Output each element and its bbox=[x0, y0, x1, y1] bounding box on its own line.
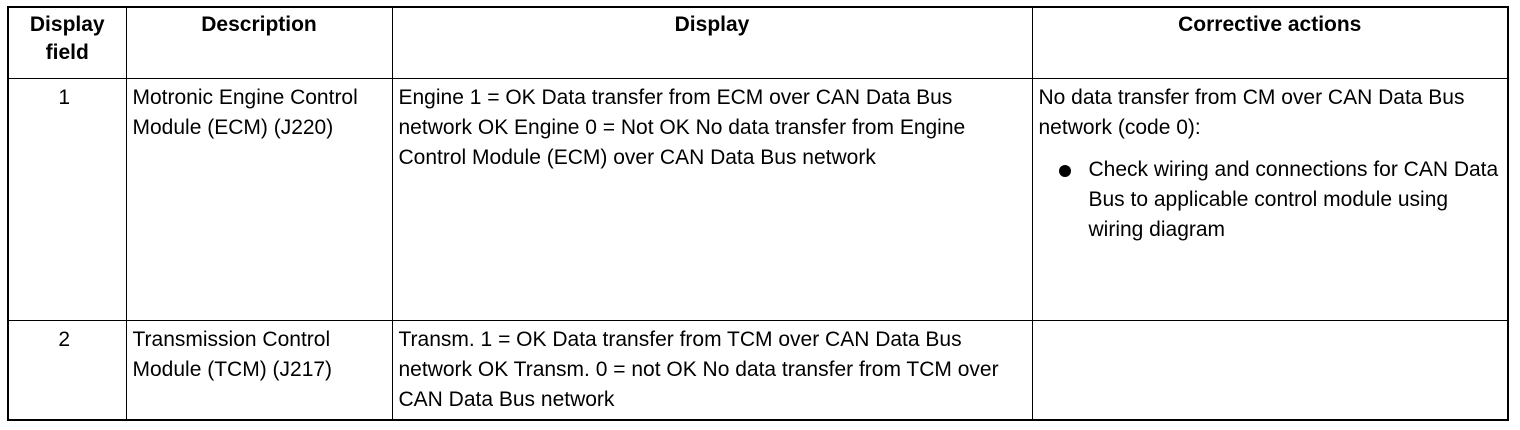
header-corrective-actions: Corrective actions bbox=[1031, 6, 1509, 79]
cell-description: Motronic Engine Control Module (ECM) (J2… bbox=[125, 77, 393, 321]
list-item: Check wiring and connections for CAN Dat… bbox=[1039, 155, 1503, 245]
actions-intro: No data transfer from CM over CAN Data B… bbox=[1038, 85, 1465, 139]
diagnostic-table: Display field Description Display Correc… bbox=[7, 6, 1509, 421]
header-display: Display bbox=[391, 6, 1033, 79]
table-container: Display field Description Display Correc… bbox=[7, 6, 1509, 421]
cell-display: Transm. 1 = OK Data transfer from TCM ov… bbox=[391, 319, 1033, 421]
header-display-field: Display field bbox=[7, 6, 127, 79]
bullet-icon bbox=[1058, 164, 1071, 177]
table-row: 1 Motronic Engine Control Module (ECM) (… bbox=[7, 77, 1509, 321]
cell-display-field: 1 bbox=[7, 77, 127, 321]
table-row: 2 Transmission Control Module (TCM) (J21… bbox=[7, 319, 1509, 421]
cell-corrective-actions bbox=[1031, 319, 1509, 421]
header-row: Display field Description Display Correc… bbox=[7, 6, 1509, 79]
actions-list: Check wiring and connections for CAN Dat… bbox=[1039, 155, 1503, 245]
cell-description: Transmission Control Module (TCM) (J217) bbox=[125, 319, 393, 421]
list-item-text: Check wiring and connections for CAN Dat… bbox=[1088, 157, 1499, 241]
cell-corrective-actions: No data transfer from CM over CAN Data B… bbox=[1031, 77, 1509, 321]
cell-display: Engine 1 = OK Data transfer from ECM ove… bbox=[391, 77, 1033, 321]
header-description: Description bbox=[125, 6, 393, 79]
cell-display-field: 2 bbox=[7, 319, 127, 421]
